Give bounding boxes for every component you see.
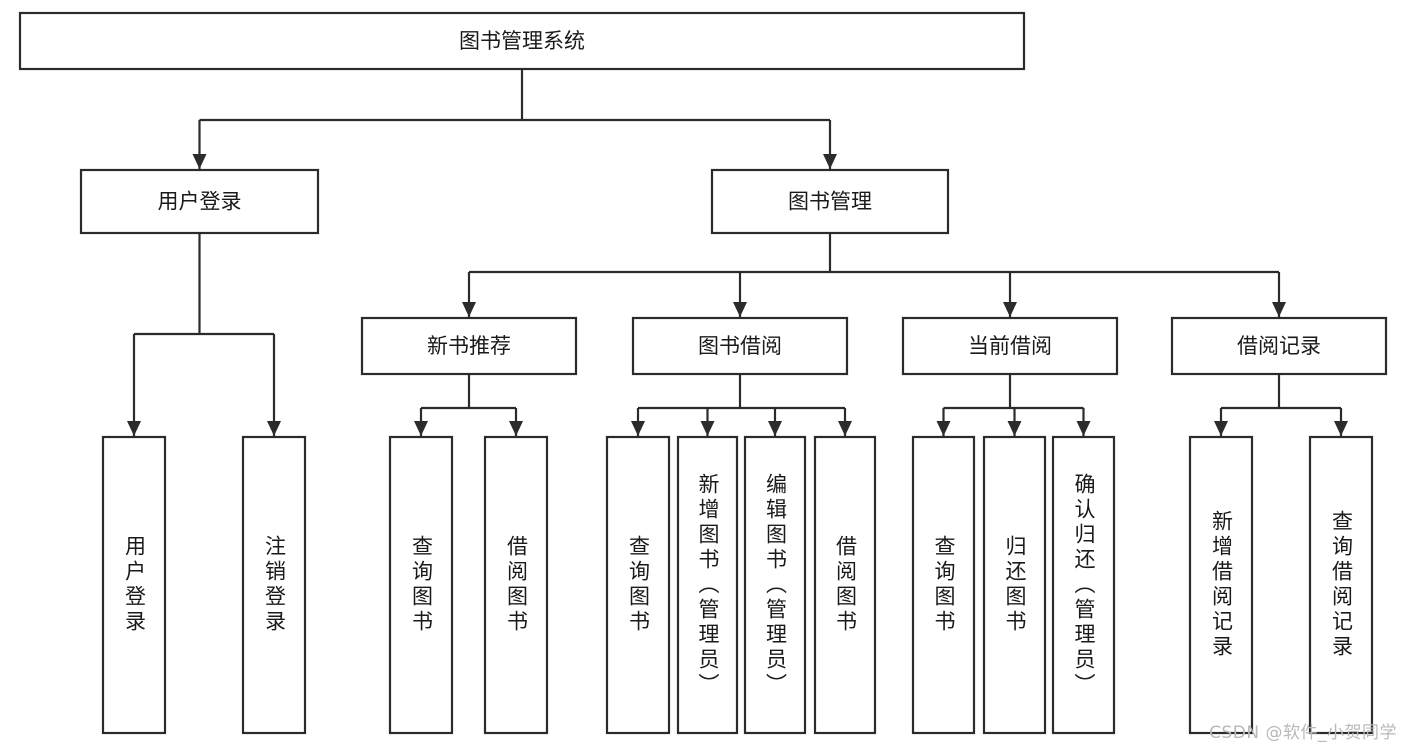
node-leaf[interactable]: [1051, 435, 1116, 735]
arrow-head-icon: [462, 302, 476, 317]
node-label: 借阅记录: [1237, 334, 1321, 358]
node-boxes-layer: [18, 11, 1388, 735]
node-leaf[interactable]: [982, 435, 1047, 735]
arrow-head-icon: [823, 154, 837, 169]
node-root[interactable]: [18, 11, 1026, 71]
node-level3[interactable]: [901, 316, 1119, 376]
node-leaf[interactable]: [1308, 435, 1374, 735]
arrow-head-icon: [192, 154, 207, 169]
arrow-head-icon: [414, 421, 428, 436]
node-leaf[interactable]: [911, 435, 976, 735]
node-leaf[interactable]: [241, 435, 307, 735]
arrow-head-icon: [700, 421, 715, 436]
node-leaf[interactable]: [813, 435, 877, 735]
node-leaf[interactable]: [605, 435, 671, 735]
arrow-head-icon: [768, 421, 782, 436]
node-level2[interactable]: [710, 168, 950, 235]
arrow-head-icon: [267, 421, 281, 436]
node-leaf[interactable]: [1188, 435, 1254, 735]
arrow-head-icon: [733, 302, 747, 317]
arrow-head-icon: [509, 421, 523, 436]
arrow-head-icon: [838, 421, 852, 436]
node-leaf[interactable]: [676, 435, 739, 735]
arrow-head-icon: [1007, 421, 1022, 436]
node-level3[interactable]: [360, 316, 578, 376]
csdn-watermark: CSDN @软件_小贺同学: [1209, 723, 1397, 743]
arrow-head-icon: [1003, 302, 1017, 317]
node-level3[interactable]: [631, 316, 849, 376]
arrow-head-icon: [1076, 421, 1091, 436]
arrow-head-icon: [631, 421, 645, 436]
arrow-head-icon: [1334, 421, 1348, 436]
node-label: 图书借阅: [698, 334, 782, 358]
node-leaf[interactable]: [743, 435, 807, 735]
node-level3[interactable]: [1170, 316, 1388, 376]
arrow-head-icon: [1272, 302, 1286, 317]
node-label: 当前借阅: [968, 334, 1052, 358]
arrow-head-icon: [127, 421, 141, 436]
arrow-head-icon: [1214, 421, 1228, 436]
connectors-layer: [127, 69, 1348, 436]
node-label: 用户登录: [158, 190, 242, 214]
node-leaf[interactable]: [101, 435, 167, 735]
node-label: 图书管理: [788, 190, 872, 214]
node-level2[interactable]: [79, 168, 320, 235]
arrow-head-icon: [936, 421, 951, 436]
node-leaf[interactable]: [388, 435, 454, 735]
node-leaf[interactable]: [483, 435, 549, 735]
node-label: 新书推荐: [427, 334, 511, 358]
node-label: 图书管理系统: [459, 29, 585, 53]
